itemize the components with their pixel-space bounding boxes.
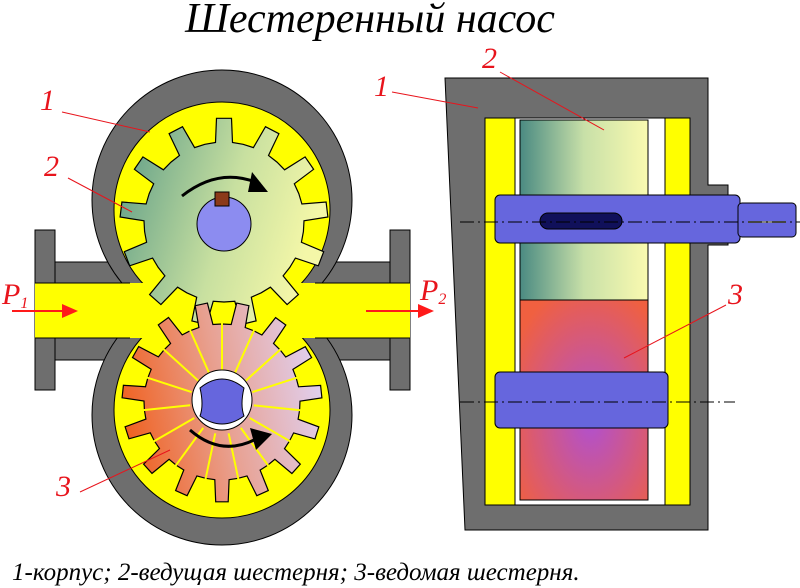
keyway-slot [539, 212, 623, 230]
label-driven-gear: 3 [55, 470, 71, 503]
spoke-line [252, 376, 299, 394]
driven-shaft-hub [199, 378, 245, 425]
spoke-line [249, 417, 292, 443]
label-drive-gear: 2 [482, 42, 497, 75]
leader-line [67, 177, 133, 213]
key-icon [214, 191, 230, 207]
label-driven-gear: 3 [727, 278, 743, 311]
caption: 1-корпус; 2-ведущая шестерня; 3-ведомая … [12, 559, 580, 586]
leader-line [61, 111, 151, 133]
spoke-line [188, 328, 210, 374]
spoke-line [253, 404, 302, 412]
leader-line [391, 91, 479, 109]
leader-line [79, 449, 171, 493]
arrowhead-icon [62, 304, 78, 318]
spoke-line [174, 427, 205, 468]
spoke-line [234, 328, 256, 374]
pump-longitudinal-section: 1 2 3 [374, 42, 800, 531]
label-inlet-pressure: P1 [1, 278, 28, 312]
spoke-line [204, 433, 217, 481]
spoke-line [239, 427, 270, 468]
label-housing: 1 [374, 70, 389, 103]
label-drive-gear: 2 [44, 150, 59, 183]
arrowhead-icon [248, 172, 268, 192]
leader-line [499, 71, 605, 131]
spoke-line [245, 347, 283, 382]
arrowhead-icon [250, 428, 272, 450]
arrowhead-icon [418, 304, 434, 318]
label-housing: 1 [40, 84, 55, 117]
rotation-arrow-driven [189, 428, 259, 448]
label-outlet-pressure: P2 [419, 274, 446, 308]
left-fluid-cavity [484, 117, 516, 506]
drive-shaft-end [737, 202, 797, 238]
spoke-line [227, 433, 240, 481]
spoke-line [161, 347, 199, 382]
diagram-title: Шестеренный насос [184, 0, 555, 42]
driven-shaft [494, 371, 669, 429]
pump-cross-section: 1 2 3 P1 P2 [1, 69, 446, 546]
spoke-line [152, 417, 195, 443]
spoke-line [142, 404, 191, 412]
leader-line [623, 304, 727, 359]
spoke-line [145, 376, 192, 394]
right-fluid-cavity [664, 117, 691, 506]
driven-gear-spokes [142, 322, 302, 481]
